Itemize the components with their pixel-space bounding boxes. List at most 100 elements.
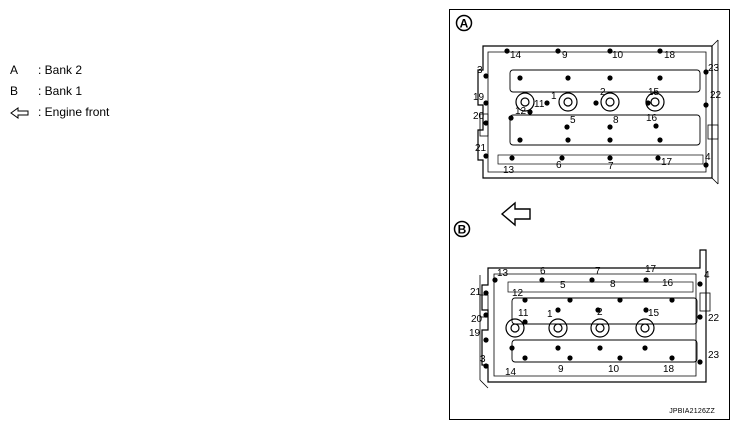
bank2-bolt-dot xyxy=(657,137,663,143)
bank1-bolt-dot xyxy=(555,345,561,351)
bank2-bolt-dot xyxy=(544,100,550,106)
bank1-bolt-dot xyxy=(697,314,703,320)
bank1-bolt-number: 10 xyxy=(608,364,620,375)
bank1-bolt-dot xyxy=(567,355,573,361)
bank1-bolt-number: 20 xyxy=(471,314,483,325)
bank2-bolt-dot xyxy=(655,155,661,161)
bank2-bolt-dot xyxy=(517,137,523,143)
bank2-bolt-dot xyxy=(483,73,489,79)
bank2-bolt-dot xyxy=(565,137,571,143)
bank1-bolt-dot xyxy=(642,345,648,351)
bolts xyxy=(483,48,709,369)
bank2-head xyxy=(477,39,719,185)
bank1-bolt-dot xyxy=(643,277,649,283)
panel-b-letter: B xyxy=(458,223,467,237)
bank1-bolt-dot xyxy=(617,297,623,303)
bank2-bolt-dot xyxy=(645,100,651,106)
bank2-bolt-number: 22 xyxy=(710,90,722,101)
legend: A : Bank 2 B : Bank 1 : Engine front xyxy=(10,60,109,123)
bank2-bolt-dot xyxy=(607,124,613,130)
bank2-bolt-dot xyxy=(483,120,489,126)
bank1-bolt-number: 6 xyxy=(540,266,546,277)
bank2-bolt-number: 16 xyxy=(646,113,658,124)
bank1-bolt-number: 15 xyxy=(648,308,660,319)
figure-code: JPBIA2126ZZ xyxy=(669,408,715,415)
bank2-bolt-number: 11 xyxy=(534,99,545,110)
bank2-bolt-number: 23 xyxy=(708,63,720,74)
bank1-bolt-number: 22 xyxy=(708,313,720,324)
panel-a-letter: A xyxy=(460,17,469,31)
engine-front-arrow-icon xyxy=(500,201,531,227)
bank2-bolt-dot xyxy=(703,69,709,75)
bank1-bolt-number: 12 xyxy=(512,288,524,299)
cylinder-head-drawing: A B xyxy=(453,14,722,389)
bank2-bolt-dot xyxy=(483,100,489,106)
panel-a-badge xyxy=(455,14,473,32)
hollow-arrow-left-icon xyxy=(10,106,38,119)
bank1-bolt-dot xyxy=(522,319,528,325)
bank1-bolt-number: 14 xyxy=(505,367,517,378)
bank1-bolt-dot xyxy=(617,355,623,361)
bank2-bolt-number: 10 xyxy=(612,50,624,61)
bank2-bolt-number: 17 xyxy=(661,157,673,168)
legend-key-b: B xyxy=(10,84,19,98)
bank2-bolt-dot xyxy=(703,162,709,168)
bank1-bolt-number: 18 xyxy=(663,364,675,375)
legend-text-front: : Engine front xyxy=(38,105,110,119)
bank2-bolt-number: 18 xyxy=(664,50,676,61)
bank2-bolt-number: 6 xyxy=(556,160,562,171)
bank1-bolt-dot xyxy=(597,345,603,351)
bank1-bolt-number: 1 xyxy=(547,309,553,320)
bank1-bolt-dot xyxy=(697,281,703,287)
bank1-bolt-number: 16 xyxy=(662,278,674,289)
bank2-bolt-number: 14 xyxy=(510,50,522,61)
bank2-bolt-number: 1 xyxy=(551,91,557,102)
bank1-bolt-dot xyxy=(483,337,489,343)
bank1-bolt-number: 5 xyxy=(560,280,566,291)
bank1-bolt-dot xyxy=(595,307,601,313)
bank1-bolt-number: 19 xyxy=(469,328,481,339)
bank1-bolt-dot xyxy=(483,290,489,296)
bank2-bolt-dot xyxy=(483,153,489,159)
bank2-bolt-number: 15 xyxy=(648,87,660,98)
bank2-bolt-dot xyxy=(607,75,613,81)
bank2-bolt-dot xyxy=(517,75,523,81)
bank2-bolt-dot xyxy=(657,75,663,81)
bank2-bolt-number: 21 xyxy=(475,143,487,154)
bank1-bolt-number: 23 xyxy=(708,350,720,361)
bank2-bolt-dot xyxy=(564,124,570,130)
bank2-bolt-number: 7 xyxy=(608,161,614,172)
bank1-bolt-number: 21 xyxy=(470,287,482,298)
bank2-bolt-dot xyxy=(559,155,565,161)
bank1-bolt-dot xyxy=(555,307,561,313)
bank1-bolt-dot xyxy=(669,297,675,303)
bank1-bolt-number: 2 xyxy=(597,307,603,318)
bank1-bolt-dot xyxy=(697,359,703,365)
legend-row-b: B : Bank 1 xyxy=(10,81,109,102)
bank1-bolt-number: 13 xyxy=(497,268,509,279)
bank1-bolt-dot xyxy=(522,297,528,303)
bank2-bolt-number: 13 xyxy=(503,165,515,176)
legend-text-a: : Bank 2 xyxy=(38,63,83,77)
bank1-bolt-number: 3 xyxy=(480,354,486,365)
bank2-bolt-dot xyxy=(593,100,599,106)
bank2-bolt-dot xyxy=(657,48,663,54)
bank1-bolt-dot xyxy=(643,307,649,313)
bank2-bolt-number: 19 xyxy=(473,92,485,103)
bank1-bolt-dot xyxy=(483,312,489,318)
bank2-bolt-dot xyxy=(527,109,533,115)
bank1-bolt-dot xyxy=(522,355,528,361)
bank2-bolt-dot xyxy=(509,155,515,161)
bank1-bolt-number: 9 xyxy=(558,364,564,375)
bank1-bolt-number: 17 xyxy=(645,264,657,275)
bank1-bolt-dot xyxy=(509,345,515,351)
legend-key-a: A xyxy=(10,63,19,77)
bank1-bolt-dot xyxy=(539,277,545,283)
cylinder-head-figure: A B xyxy=(449,9,730,420)
bank2-bolt-dot xyxy=(555,48,561,54)
bank2-bolt-number: 20 xyxy=(473,111,485,122)
bank2-bolt-dot xyxy=(504,48,510,54)
bank2-bolt-number: 5 xyxy=(570,115,576,126)
bank2-bolt-dot xyxy=(607,137,613,143)
